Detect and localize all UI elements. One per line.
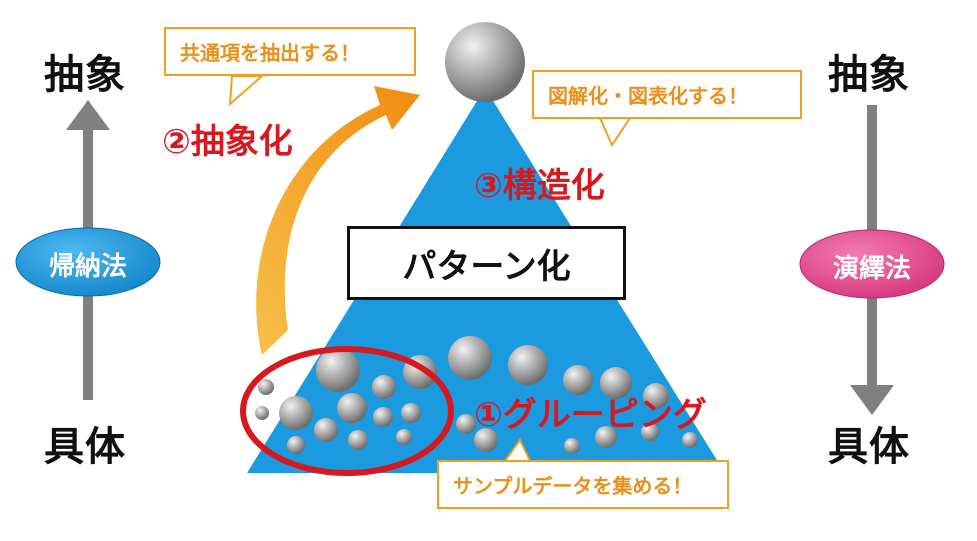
sample-spheres (255, 336, 698, 454)
structuring-step-label: ③構造化 (474, 166, 605, 206)
abstraction-callout-tail (228, 75, 265, 107)
left-bottom-label: 具体 (44, 424, 126, 470)
induction-label: 帰納法 (48, 252, 127, 282)
right-top-label: 抽象 (828, 52, 910, 98)
left-top-label: 抽象 (44, 52, 126, 98)
abstraction-arrow (256, 86, 420, 355)
deduction-oval (799, 229, 945, 299)
structuring-callout-tail (598, 117, 632, 148)
pattern-box: パターン化 (347, 226, 626, 300)
grouping-step-label: ①グルーピング (474, 395, 707, 435)
abstraction-callout: 共通項を抽出する！ (164, 27, 416, 76)
structuring-callout: 図解化・図表化する！ (532, 70, 802, 119)
grouping-callout: サンプルデータを集める！ (437, 460, 729, 509)
deduction-label: 演繹法 (832, 254, 911, 284)
top-sphere (445, 22, 525, 102)
abstraction-step-label: ②抽象化 (162, 122, 293, 162)
right-bottom-label: 具体 (828, 424, 910, 470)
grouping-ellipse (240, 346, 454, 476)
induction-oval (15, 227, 161, 297)
